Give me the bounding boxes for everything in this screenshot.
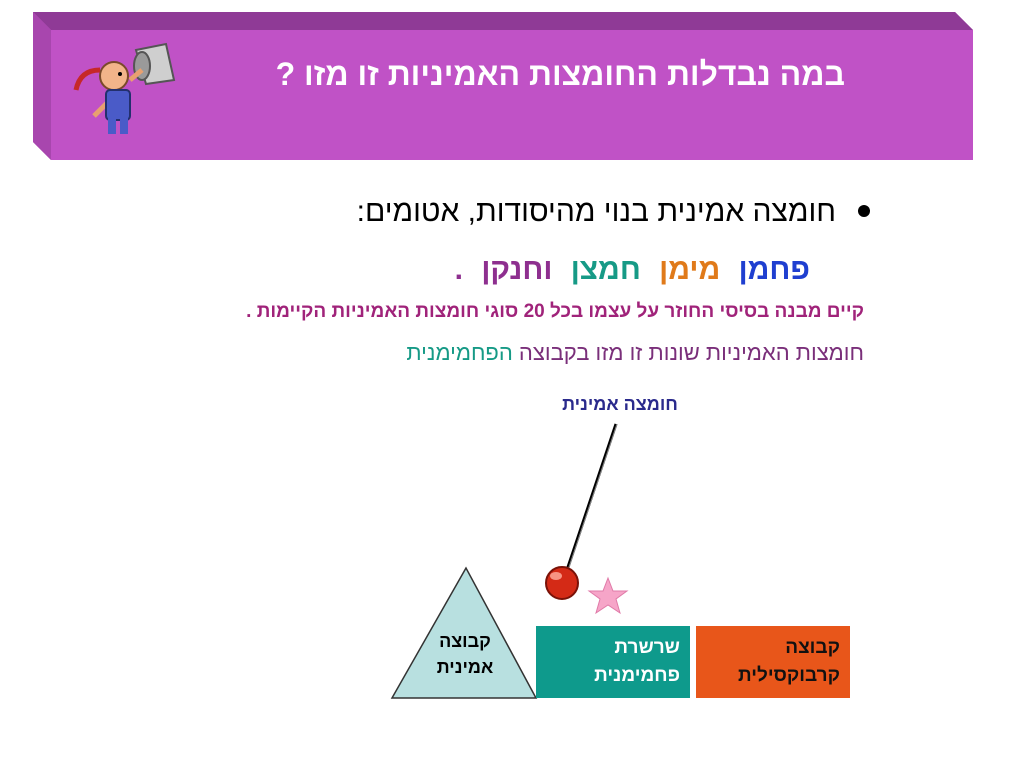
element-hydrogen: מימן	[659, 253, 721, 286]
amine-group-line1: קבוצה	[439, 631, 491, 651]
carboxyl-group-line1: קבוצה	[785, 637, 840, 658]
bullet-icon	[858, 205, 870, 218]
amine-group-label: קבוצה אמינית	[420, 628, 510, 684]
pink-star-icon	[587, 576, 629, 615]
diagram-graphics	[390, 423, 629, 699]
basic-structure-note: קיים מבנה בסיסי החוזר על עצמו בכל 20 סוג…	[246, 301, 864, 322]
element-nitrogen: וחנקן	[481, 253, 553, 286]
element-carbon: פחמן	[738, 253, 810, 286]
amine-group-line2: אמינית	[436, 657, 494, 677]
carboxyl-group-line2: קרבוקסילית	[738, 665, 840, 686]
person-pouring-bucket-icon	[70, 40, 182, 140]
title-banner: במה נבדלות החומצות האמיניות זו מזו ?	[0, 0, 1024, 170]
pin-stick-shine	[565, 423, 618, 577]
elements-list: פחמן מימן חמצן וחנקן .	[360, 250, 810, 290]
difference-prefix: חומצות האמיניות שונות זו מזו בקבוצה	[518, 340, 864, 365]
hydrocarbon-chain-line1: שרשרת	[614, 637, 680, 658]
amino-acid-label: חומצה אמינית	[562, 394, 678, 414]
amine-group-triangle	[390, 566, 538, 699]
bullet-elements-intro: חומצה אמינית בנוי מהיסודות, אטומים:	[200, 192, 870, 232]
amino-acid-diagram: חומצה אמינית קבוצה אמינית שרשרת פחמימנית…	[380, 380, 860, 710]
hydrocarbon-chain-line2: פחמימנית	[594, 665, 680, 686]
elements-period: .	[454, 253, 463, 286]
pin-stick	[563, 423, 618, 577]
element-oxygen: חמצן	[570, 253, 641, 286]
difference-highlight: הפחמימנית	[406, 340, 513, 365]
hydrocarbon-chain-box: שרשרת פחמימנית	[536, 626, 690, 698]
difference-line: חומצות האמיניות שונות זו מזו בקבוצה הפחמ…	[200, 338, 864, 368]
pin-ball	[545, 566, 579, 600]
carboxyl-group-box: קבוצה קרבוקסילית	[696, 626, 850, 698]
bullet-text: חומצה אמינית בנוי מהיסודות, אטומים:	[356, 195, 836, 228]
banner-shape	[33, 12, 973, 160]
pin-ball-highlight	[550, 572, 562, 580]
page-title: במה נבדלות החומצות האמיניות זו מזו ?	[275, 56, 845, 92]
